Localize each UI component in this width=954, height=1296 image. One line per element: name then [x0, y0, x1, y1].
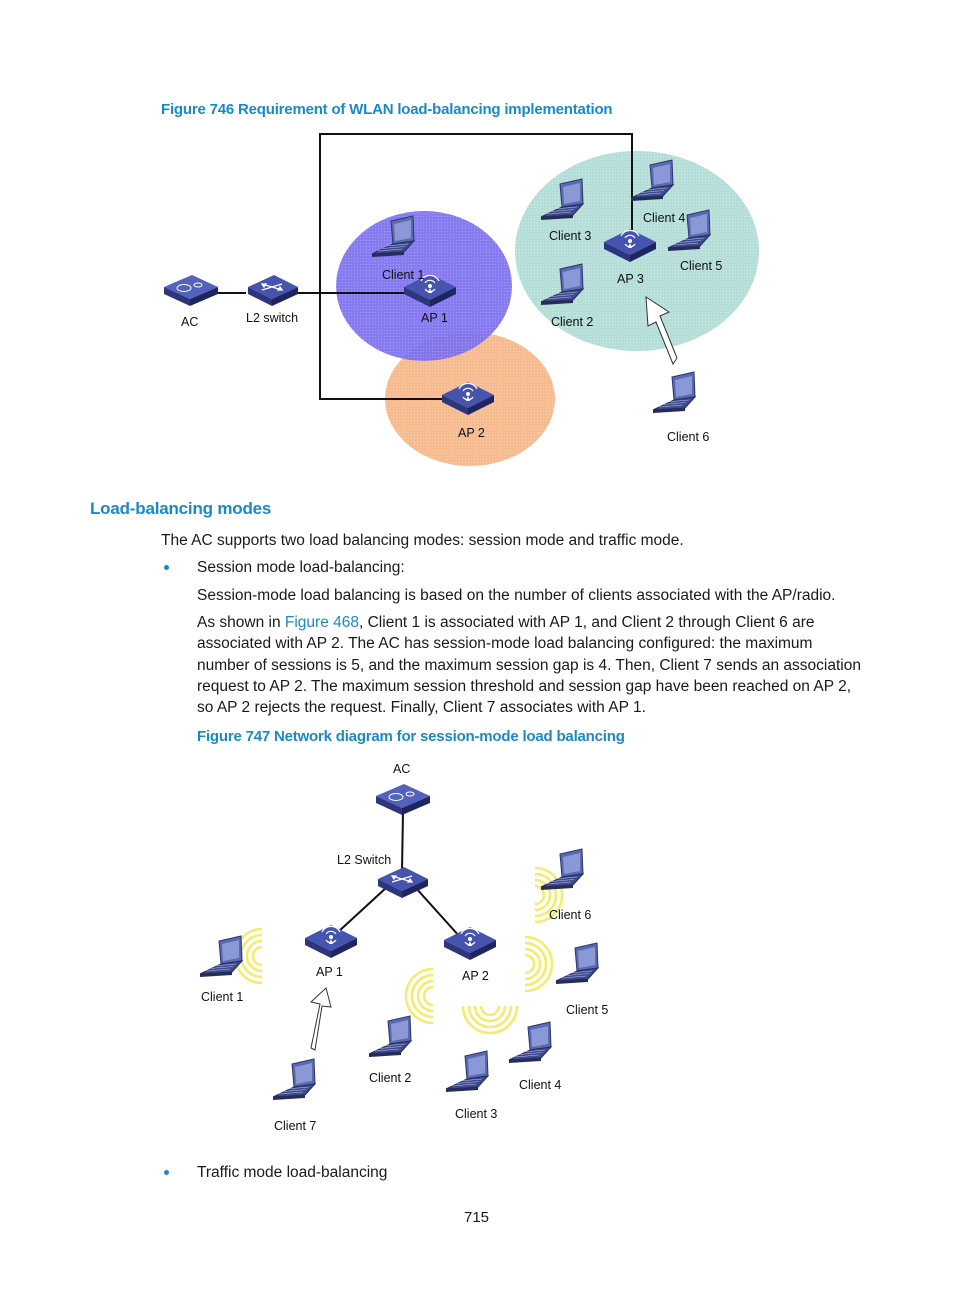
fig746-client4-label: Client 4 — [643, 211, 685, 225]
section-heading: Load-balancing modes — [90, 499, 272, 518]
fig746-client6-label: Client 6 — [667, 430, 709, 444]
ap1-icon — [304, 924, 358, 959]
fig747-client7-label: Client 7 — [274, 1119, 316, 1133]
network-links — [212, 133, 633, 400]
fig747-ac-label: AC — [393, 762, 410, 776]
figure-468-link[interactable]: Figure 468 — [284, 614, 359, 631]
fig747-client1-label: Client 1 — [201, 990, 243, 1004]
client4-laptop-icon — [508, 1021, 552, 1064]
client7-laptop-icon — [272, 1058, 316, 1101]
figure-746-caption: Figure 746 Requirement of WLAN load-bala… — [161, 101, 613, 118]
bullet-traffic-mode: Traffic mode load-balancing — [197, 1164, 388, 1181]
fig747-ap1-label: AP 1 — [316, 965, 343, 979]
ac-device-icon — [375, 783, 431, 816]
fig746-ap3-label: AP 3 — [617, 272, 644, 286]
fig747-switch-label: L2 Switch — [337, 853, 391, 867]
client2-signal-waves — [404, 967, 435, 1025]
session-mode-description: Session-mode load balancing is based on … — [197, 587, 836, 604]
page-number: 715 — [464, 1209, 490, 1226]
figure-747-diagram: AC L2 Switch AP 1 AP 2 Client 1 Client 2… — [199, 762, 608, 1133]
client1-laptop-icon — [199, 935, 243, 978]
example-text-post: , Client 1 is associated with AP 1, and … — [197, 614, 861, 717]
session-example-paragraph: As shown in Figure 468, Client 1 is asso… — [197, 612, 869, 718]
ap2-icon — [443, 926, 497, 961]
fig746-switch-label: L2 switch — [246, 311, 298, 325]
client7-roaming-arrow — [309, 987, 332, 1051]
fig747-client5-label: Client 5 — [566, 1003, 608, 1017]
fig746-client3-label: Client 3 — [549, 229, 591, 243]
client6-laptop-icon — [652, 371, 696, 414]
fig746-ac-label: AC — [181, 315, 198, 329]
roaming-arrow — [645, 296, 678, 366]
fig747-client2-label: Client 2 — [369, 1071, 411, 1085]
fig746-ap2-label: AP 2 — [458, 426, 485, 440]
fig746-ap1-label: AP 1 — [421, 311, 448, 325]
fig746-client2-label: Client 2 — [551, 315, 593, 329]
figure-747-caption: Figure 747 Network diagram for session-m… — [197, 728, 625, 745]
fig747-client6-label: Client 6 — [549, 908, 591, 922]
fig747-client3-label: Client 3 — [455, 1107, 497, 1121]
fig747-ap2-label: AP 2 — [462, 969, 489, 983]
bullet-session-mode: Session mode load-balancing: — [197, 559, 405, 576]
client3-laptop-icon — [445, 1050, 489, 1093]
client3-signal-waves — [461, 1004, 519, 1035]
bullet-marker — [164, 565, 169, 570]
client5-signal-waves — [523, 935, 554, 993]
client5-laptop-icon — [555, 942, 599, 985]
fig746-client1-label: Client 1 — [382, 268, 424, 282]
example-text-pre: As shown in — [197, 614, 285, 631]
client2-laptop-icon — [368, 1015, 412, 1058]
bullet-marker — [164, 1170, 169, 1175]
ac-device-icon — [163, 274, 219, 307]
fig746-client5-label: Client 5 — [680, 259, 722, 273]
l2-switch-icon — [247, 274, 299, 307]
intro-paragraph: The AC supports two load balancing modes… — [161, 532, 684, 549]
fig747-client4-label: Client 4 — [519, 1078, 561, 1092]
